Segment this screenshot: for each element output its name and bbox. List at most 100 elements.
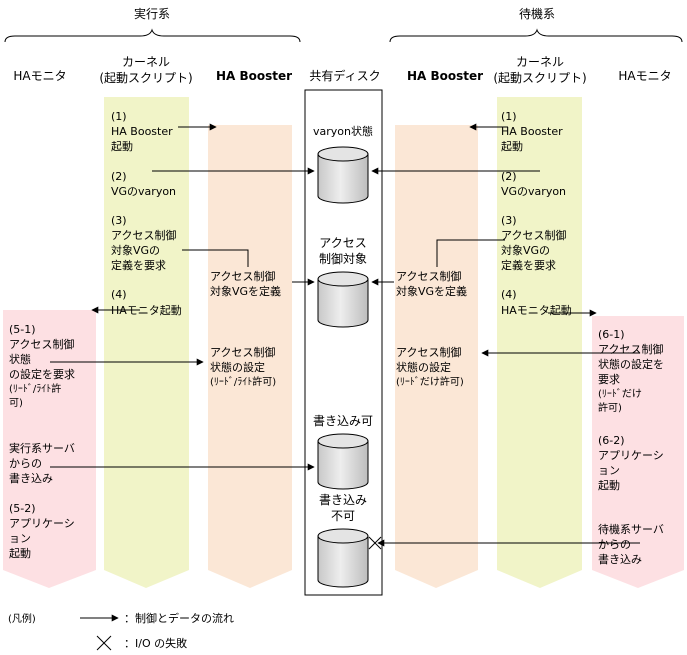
disk-varyon-cylinder (317, 146, 369, 204)
svg-text:ョン: ョン (9, 532, 31, 545)
svg-text:定義を要求: 定義を要求 (501, 258, 556, 272)
svg-text:(4): (4) (111, 288, 127, 301)
left-booster-setting: アクセス制御 状態の設定 (ﾘｰﾄﾞ/ﾗｲﾄ許可) (210, 345, 276, 388)
svg-text:VGのvaryon: VGのvaryon (501, 185, 566, 198)
svg-text:状態の設定: 状態の設定 (396, 360, 451, 374)
svg-text:アプリケーシ: アプリケーシ (598, 449, 664, 462)
left-kernel-step-4: (4) HAモニタ起動 (111, 288, 182, 317)
svg-text:アクセス制御: アクセス制御 (210, 269, 275, 283)
svg-text:(ﾘｰﾄﾞだけ許可): (ﾘｰﾄﾞだけ許可) (396, 375, 464, 388)
svg-text:VGのvaryon: VGのvaryon (111, 185, 176, 198)
left-kernel-step-3: (3) アクセス制御 対象VGの 定義を要求 (111, 214, 176, 272)
svg-text:可): 可) (9, 398, 23, 409)
arrow-left-define-request (182, 249, 249, 267)
svg-text:起動: 起動 (111, 139, 133, 153)
header-ha-monitor-right: HAモニタ (618, 69, 671, 83)
header-kernel-left-sub: (起動スクリプト) (99, 71, 192, 85)
svg-text:アクセス制御: アクセス制御 (396, 269, 461, 283)
io-failure-cross (368, 536, 382, 550)
right-kernel-step-3: (3) アクセス制御 対象VGの 定義を要求 (501, 214, 566, 272)
left-monitor-step-5-1: (5-1) アクセス制御 状態 の設定を要求 (ﾘｰﾄﾞ/ﾗｲﾄ許 可) (9, 323, 75, 409)
right-monitor-step-6-2: (6-2) アプリケーシ ョン 起動 (598, 434, 664, 492)
svg-text:(4): (4) (501, 288, 517, 301)
svg-text:(3): (3) (501, 214, 517, 227)
right-booster-define: アクセス制御 対象VGを定義 (396, 269, 467, 298)
svg-text:起動: 起動 (598, 478, 620, 492)
svg-text:(6-1): (6-1) (598, 328, 625, 341)
left-kernel-step-2: (2) VGのvaryon (111, 170, 176, 198)
disk-access-control-cylinder (317, 271, 369, 328)
header-kernel-right-sub: (起動スクリプト) (493, 71, 586, 85)
disk-label-access-1: アクセス (319, 236, 366, 250)
svg-text:HAモニタ起動: HAモニタ起動 (111, 303, 182, 317)
left-monitor-write: 実行系サーバ からの 書き込み (9, 441, 75, 485)
header-kernel-right: カーネル (516, 55, 564, 69)
svg-text:からの: からの (598, 538, 631, 551)
svg-text:起動: 起動 (501, 139, 523, 153)
svg-text:(5-2): (5-2) (9, 502, 36, 515)
header-ha-monitor-left: HAモニタ (13, 69, 66, 83)
svg-text:の設定を要求: の設定を要求 (9, 367, 75, 381)
svg-text:状態の設定を: 状態の設定を (598, 357, 664, 371)
arrow-right-define-request (436, 239, 505, 267)
disk-label-varyon: varyon状態 (313, 124, 373, 138)
lane-booster-left (208, 125, 292, 588)
svg-text:アクセス制御: アクセス制御 (111, 228, 176, 242)
header-booster-left: HA Booster (216, 69, 292, 83)
disk-label-not-writable-1: 書き込み (319, 493, 367, 507)
header-booster-right: HA Booster (407, 69, 483, 83)
left-kernel-step-1: (1) HA Booster 起動 (111, 110, 173, 153)
right-kernel-step-1: (1) HA Booster 起動 (501, 110, 563, 153)
svg-text:書き込み: 書き込み (598, 552, 642, 566)
svg-text:(2): (2) (501, 170, 517, 183)
legend-title: (凡例) (8, 612, 36, 625)
legend-arrow-label: ：制御とデータの流れ (124, 611, 234, 625)
svg-text:HA Booster: HA Booster (111, 125, 173, 138)
legend-cross-icon (96, 635, 112, 651)
svg-text:(1): (1) (111, 110, 127, 123)
svg-text:書き込み: 書き込み (9, 471, 53, 485)
svg-text:からの: からの (9, 457, 42, 470)
right-monitor-write: 待機系サーバ からの 書き込み (598, 522, 664, 566)
disk-label-writable: 書き込み可 (313, 414, 373, 428)
group-label-standby: 待機系 (519, 6, 555, 21)
right-group-brace (389, 28, 683, 43)
svg-text:定義を要求: 定義を要求 (111, 258, 166, 272)
svg-text:HA Booster: HA Booster (501, 125, 563, 138)
svg-text:アクセス制御: アクセス制御 (396, 345, 461, 359)
disk-label-not-writable-2: 不可 (331, 509, 355, 523)
lane-kernel-left (104, 97, 189, 588)
svg-text:HAモニタ起動: HAモニタ起動 (501, 303, 572, 317)
lane-booster-right (395, 125, 478, 588)
svg-text:ョン: ョン (598, 464, 620, 477)
svg-text:(ﾘｰﾄﾞ/ﾗｲﾄ許: (ﾘｰﾄﾞ/ﾗｲﾄ許 (9, 382, 61, 395)
svg-text:対象VGの: 対象VGの (501, 243, 550, 257)
svg-text:実行系サーバ: 実行系サーバ (9, 441, 75, 455)
svg-text:待機系サーバ: 待機系サーバ (598, 522, 664, 536)
left-booster-define: アクセス制御 対象VGを定義 (210, 269, 281, 298)
svg-text:起動: 起動 (9, 546, 31, 560)
svg-text:(ﾘｰﾄﾞ/ﾗｲﾄ許可): (ﾘｰﾄﾞ/ﾗｲﾄ許可) (210, 375, 276, 388)
svg-text:状態の設定: 状態の設定 (210, 360, 265, 374)
right-kernel-step-2: (2) VGのvaryon (501, 170, 566, 198)
svg-text:(ﾘｰﾄﾞだけ: (ﾘｰﾄﾞだけ (598, 388, 642, 400)
svg-text:アプリケーシ: アプリケーシ (9, 517, 75, 530)
svg-text:(6-2): (6-2) (598, 434, 625, 447)
disk-label-access-2: 制御対象 (319, 251, 367, 266)
left-monitor-step-5-2: (5-2) アプリケーシ ョン 起動 (9, 502, 75, 560)
left-group-brace (4, 28, 301, 43)
svg-text:対象VGの: 対象VGの (111, 243, 160, 257)
header-kernel-left: カーネル (122, 55, 170, 69)
disk-writable-cylinder (317, 433, 369, 490)
group-label-active: 実行系 (134, 6, 170, 21)
svg-text:要求: 要求 (598, 373, 620, 386)
svg-text:許可): 許可) (598, 401, 622, 414)
right-booster-setting: アクセス制御 状態の設定 (ﾘｰﾄﾞだけ許可) (396, 345, 464, 388)
svg-text:対象VGを定義: 対象VGを定義 (210, 284, 281, 298)
svg-text:状態: 状態 (9, 352, 31, 366)
lane-kernel-right (497, 97, 582, 588)
lane-monitor-right (592, 316, 684, 588)
svg-text:アクセス制御: アクセス制御 (9, 337, 74, 351)
svg-text:アクセス制御: アクセス制御 (210, 345, 275, 359)
